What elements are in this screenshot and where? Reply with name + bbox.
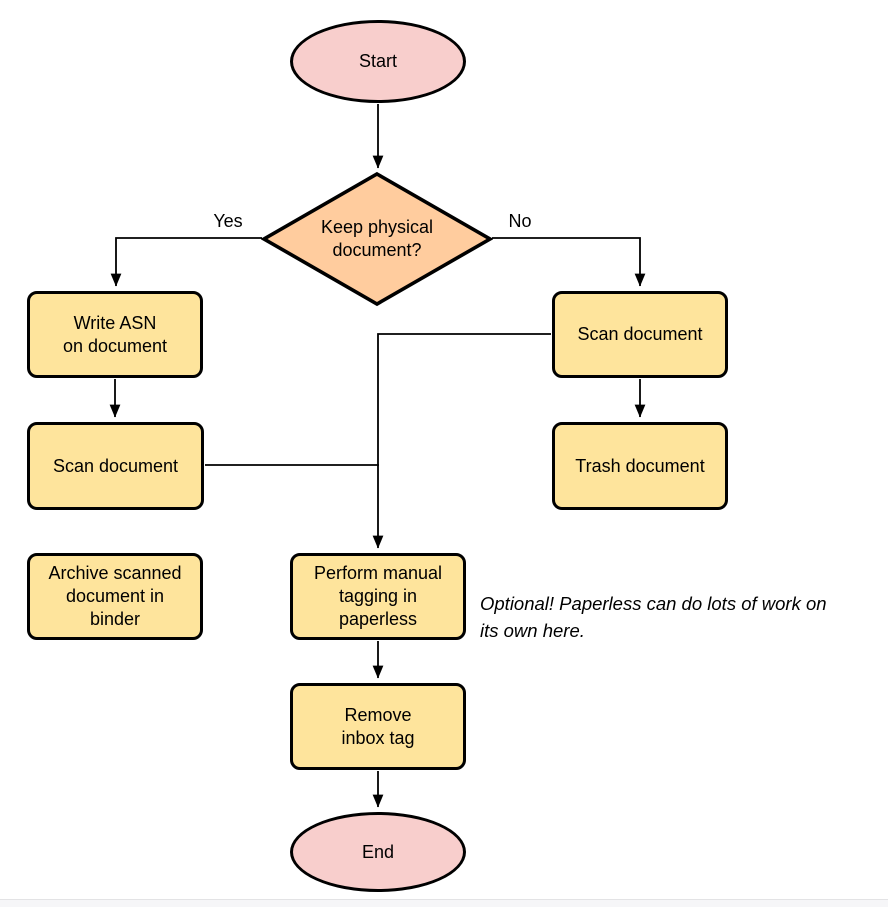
node-manual-tagging-label: Perform manual tagging in paperless: [313, 563, 443, 629]
window-bottom-edge: [0, 899, 888, 907]
node-archive-binder: Archive scanned document in binder: [27, 553, 203, 640]
node-scan-document-left: Scan document: [27, 422, 204, 510]
edge-decision-scan-right-no: [492, 237, 646, 287]
node-scan-document-right: Scan document: [552, 291, 728, 378]
edge-label-no: No: [508, 211, 532, 231]
node-remove-inbox-tag: Remove inbox tag: [290, 683, 466, 770]
edge-decision-write-asn-yes: [110, 237, 262, 287]
node-decision-label: Keep physical document?: [320, 217, 434, 260]
node-end: End: [290, 812, 466, 892]
decision-diamond-shape: [260, 171, 494, 307]
node-start-label: Start: [358, 51, 397, 71]
node-end-label: End: [361, 841, 395, 862]
node-scan-document-right-label: Scan document: [577, 324, 703, 344]
node-remove-inbox-tag-label: Remove inbox tag: [341, 704, 415, 748]
node-archive-binder-label: Archive scanned document in binder: [48, 563, 182, 629]
edge-label-yes: Yes: [213, 211, 243, 231]
node-scan-document-left-label: Scan document: [52, 455, 179, 476]
node-decision: Keep physical document?: [260, 171, 494, 307]
annotation-optional-note: Optional! Paperless can do lots of work …: [480, 593, 827, 641]
node-write-asn: Write ASN on document: [27, 291, 203, 378]
node-trash-document: Trash document: [552, 422, 728, 510]
node-trash-document-label: Trash document: [575, 455, 705, 476]
node-manual-tagging: Perform manual tagging in paperless: [290, 553, 466, 640]
node-write-asn-label: Write ASN on document: [62, 312, 168, 356]
edge-scan-right-tagging: [372, 333, 551, 549]
node-start: Start: [290, 20, 466, 103]
